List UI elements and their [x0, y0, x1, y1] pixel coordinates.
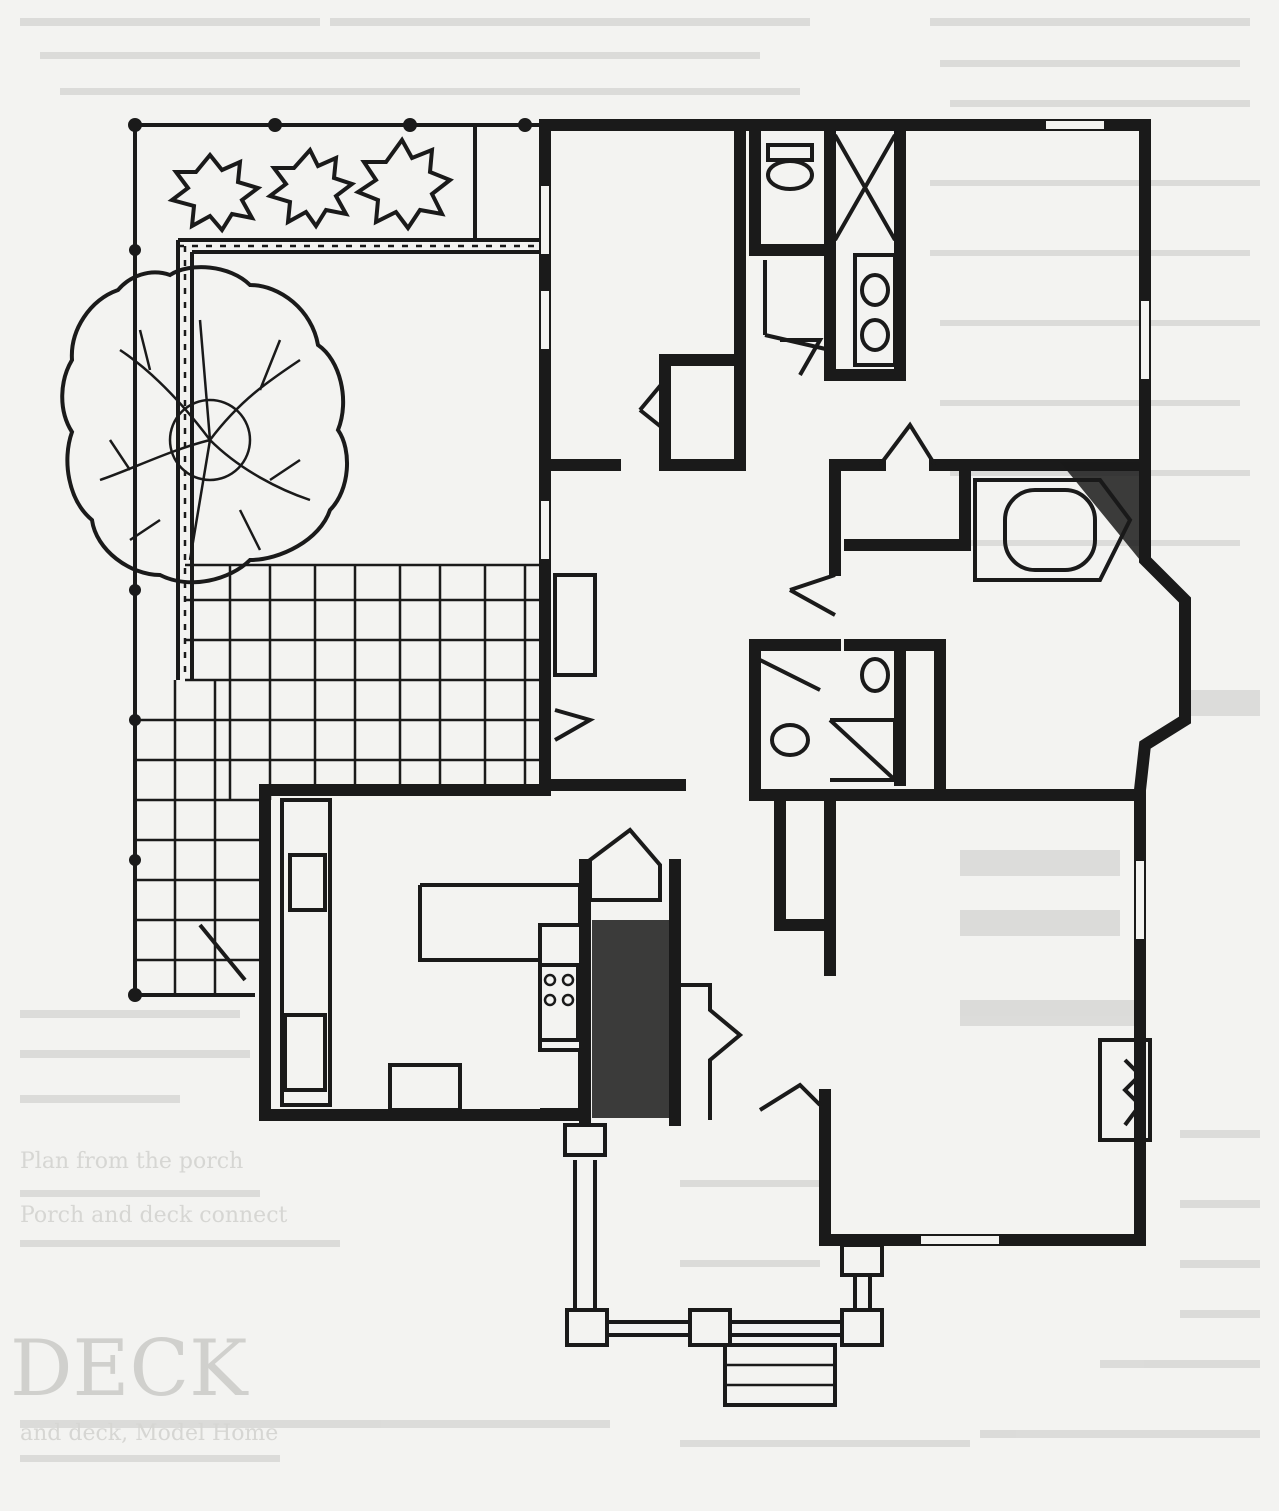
patio-paving [135, 563, 545, 995]
bleed-through-heading: DECK Plan from the porch Porch and deck … [10, 1149, 288, 1446]
planter-wall [176, 125, 540, 680]
tree [60, 265, 349, 585]
kitchen [259, 784, 586, 1121]
shrub-2 [265, 146, 357, 230]
hatched-stair-icon [592, 920, 670, 1118]
stair-core [579, 827, 744, 1126]
cooktop-icon [538, 963, 580, 1042]
master-bath [749, 119, 906, 381]
master-bedroom [829, 119, 1191, 797]
shrub-3 [353, 136, 454, 232]
porch-post-2 [840, 1243, 884, 1277]
bleed-through-text [20, 18, 1260, 1462]
porch-post-5 [840, 1308, 884, 1347]
sink-hall-icon [860, 657, 890, 693]
hatched-fireplace-icon [1060, 462, 1140, 560]
bleed-caption-line-2: Porch and deck connect [20, 1203, 288, 1228]
bleed-caption-line-1: Plan from the porch [20, 1149, 243, 1174]
double-vanity-icon [853, 253, 897, 367]
center-hall [539, 573, 1146, 976]
living-room [758, 794, 1152, 1246]
porch-post-1 [563, 1123, 607, 1157]
porch-post-3 [565, 1308, 609, 1347]
kitchen-table-icon [388, 1063, 462, 1112]
toilet-upper-icon [766, 159, 814, 191]
toilet-hall-icon [770, 723, 810, 757]
porch-post-4 [688, 1308, 732, 1347]
hall-bath [749, 639, 946, 796]
hall-closet-icon [553, 573, 597, 677]
front-porch [563, 1123, 884, 1407]
bleed-heading-text: DECK [10, 1324, 249, 1414]
shrub-1 [167, 151, 263, 234]
kitchen-sink-icon [288, 853, 327, 912]
range-icon [283, 1013, 327, 1092]
porch-steps [723, 1343, 837, 1407]
bleed-caption-line-3: and deck, Model Home [20, 1421, 278, 1446]
living-fireplace-icon [1098, 1038, 1152, 1142]
